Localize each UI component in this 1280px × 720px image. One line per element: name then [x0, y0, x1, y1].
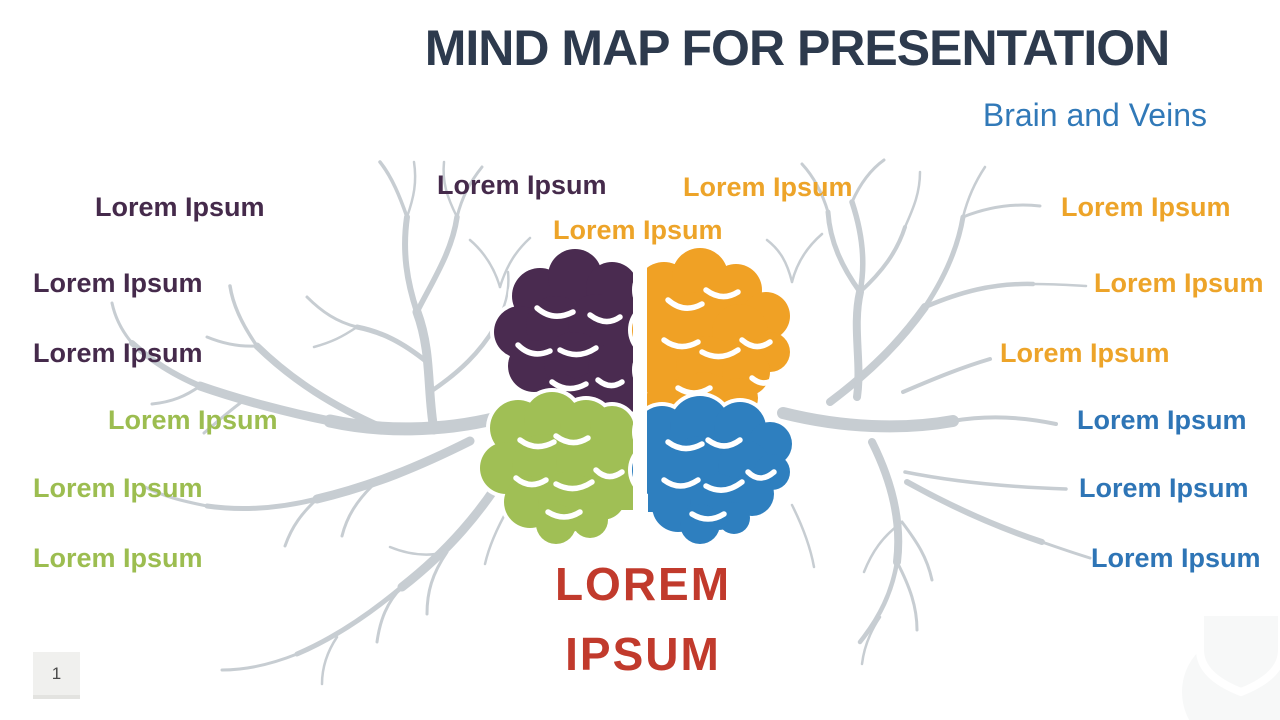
center-topic-label: LOREM IPSUM: [468, 549, 818, 689]
branch-label-top-center: Lorem Ipsum: [553, 215, 723, 245]
branch-label-left-1: Lorem Ipsum: [95, 192, 265, 222]
branch-label-right-3: Lorem Ipsum: [1000, 338, 1170, 368]
v-shield-logo-watermark-icon: [1182, 608, 1280, 720]
branch-label-top-left: Lorem Ipsum: [437, 170, 607, 200]
branch-label-left-5: Lorem Ipsum: [33, 473, 203, 503]
page-number-badge: 1: [33, 652, 80, 699]
slide-subtitle: Brain and Veins: [982, 97, 1207, 133]
branch-label-left-2: Lorem Ipsum: [33, 268, 203, 298]
branch-label-left-3: Lorem Ipsum: [33, 338, 203, 368]
branch-label-right-4: Lorem Ipsum: [1077, 405, 1247, 435]
veins-graphic: [110, 158, 1092, 686]
branch-label-right-5: Lorem Ipsum: [1079, 473, 1249, 503]
branch-label-right-2: Lorem Ipsum: [1094, 268, 1264, 298]
center-topic-line1: LOREM: [554, 558, 732, 610]
center-topic-line2: IPSUM: [565, 628, 721, 680]
branch-label-left-6: Lorem Ipsum: [33, 543, 203, 573]
brain-illustration: [476, 244, 796, 556]
branch-label-right-1: Lorem Ipsum: [1061, 192, 1231, 222]
branch-label-top-right: Lorem Ipsum: [683, 172, 853, 202]
branch-label-right-6: Lorem Ipsum: [1091, 543, 1261, 573]
slide-title: MIND MAP FOR PRESENTATION: [424, 20, 1170, 76]
branch-label-left-4: Lorem Ipsum: [108, 405, 278, 435]
